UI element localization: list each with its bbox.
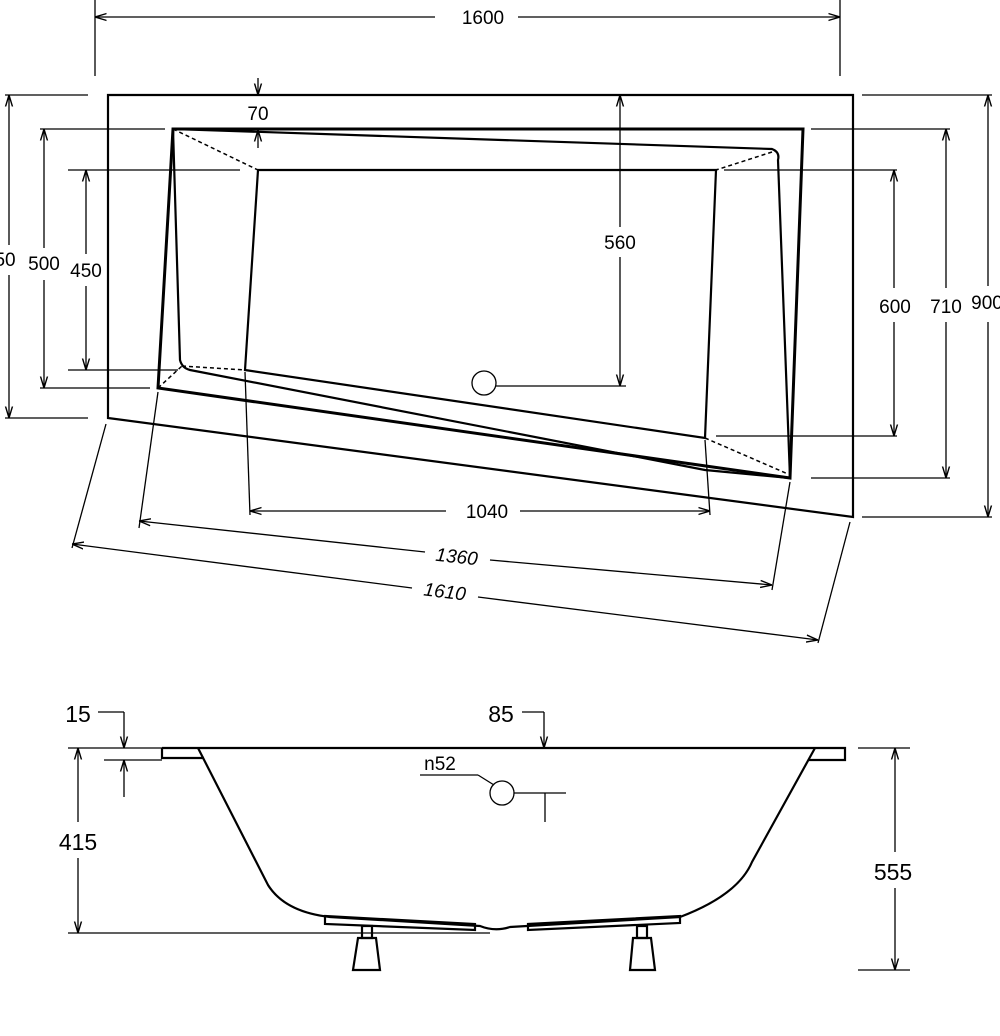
dim-85-label: 85: [488, 701, 514, 727]
dim-560: 560: [604, 95, 636, 386]
dim-left-outer: 50: [0, 94, 88, 419]
dim-415-label: 415: [59, 829, 97, 855]
dim-1360-label: 1360: [434, 545, 479, 570]
dim-900: 900: [862, 94, 1000, 518]
drain-circle: [471, 370, 497, 396]
top-view: 1600 70 560 50 500: [0, 0, 1000, 644]
dim-600: 600: [716, 169, 911, 437]
side-rim: [162, 746, 847, 762]
drain-n52-label: n52: [424, 754, 456, 775]
basin-floor: [243, 168, 718, 440]
corner-dash-tr: [715, 151, 773, 171]
basin-top-edge: [172, 127, 792, 479]
side-view: n52 15 85 415: [59, 701, 912, 972]
dim-70: 70: [247, 78, 269, 148]
foot-left: [351, 924, 382, 972]
foot-right: [628, 924, 657, 972]
support-plate-right: [526, 914, 682, 932]
dim-70-label: 70: [247, 104, 268, 125]
dim-450: 450: [68, 169, 240, 371]
dim-1360: 1360: [138, 391, 791, 591]
dim-555: 555: [858, 747, 912, 971]
corner-dash-br: [704, 437, 789, 475]
dim-555-label: 555: [874, 859, 912, 885]
tub-body: [197, 747, 816, 931]
basin-left-edge: [171, 128, 791, 480]
dim-900-label: 900: [971, 293, 1000, 314]
corner-dash-tl: [172, 128, 259, 171]
dim-600-label: 600: [879, 297, 911, 318]
dim-710: 710: [811, 128, 962, 479]
dim-85: 85: [488, 701, 544, 748]
dim-15: 15: [65, 701, 162, 797]
support-plate-left: [323, 914, 477, 932]
dim-15-label: 15: [65, 701, 91, 727]
dim-1610: 1610: [72, 423, 851, 644]
dim-710-label: 710: [930, 297, 962, 318]
dim-1600: 1600: [94, 0, 841, 76]
dim-415: 415: [59, 747, 490, 934]
dim-560-label: 560: [604, 233, 636, 254]
dim-left-outer-label: 50: [0, 250, 16, 271]
dim-1610-label: 1610: [422, 580, 467, 606]
corner-dash-bl2: [157, 365, 183, 389]
dim-500-label: 500: [28, 254, 60, 275]
corner-dash-bl: [181, 365, 246, 371]
dim-450-label: 450: [70, 261, 102, 282]
dim-1040-label: 1040: [466, 502, 508, 523]
side-rim-left: [160, 748, 204, 760]
outer-rim: [106, 93, 855, 519]
dim-1600-label: 1600: [462, 8, 504, 29]
dim-1040: 1040: [244, 371, 711, 523]
dim-500: 500: [28, 128, 165, 389]
